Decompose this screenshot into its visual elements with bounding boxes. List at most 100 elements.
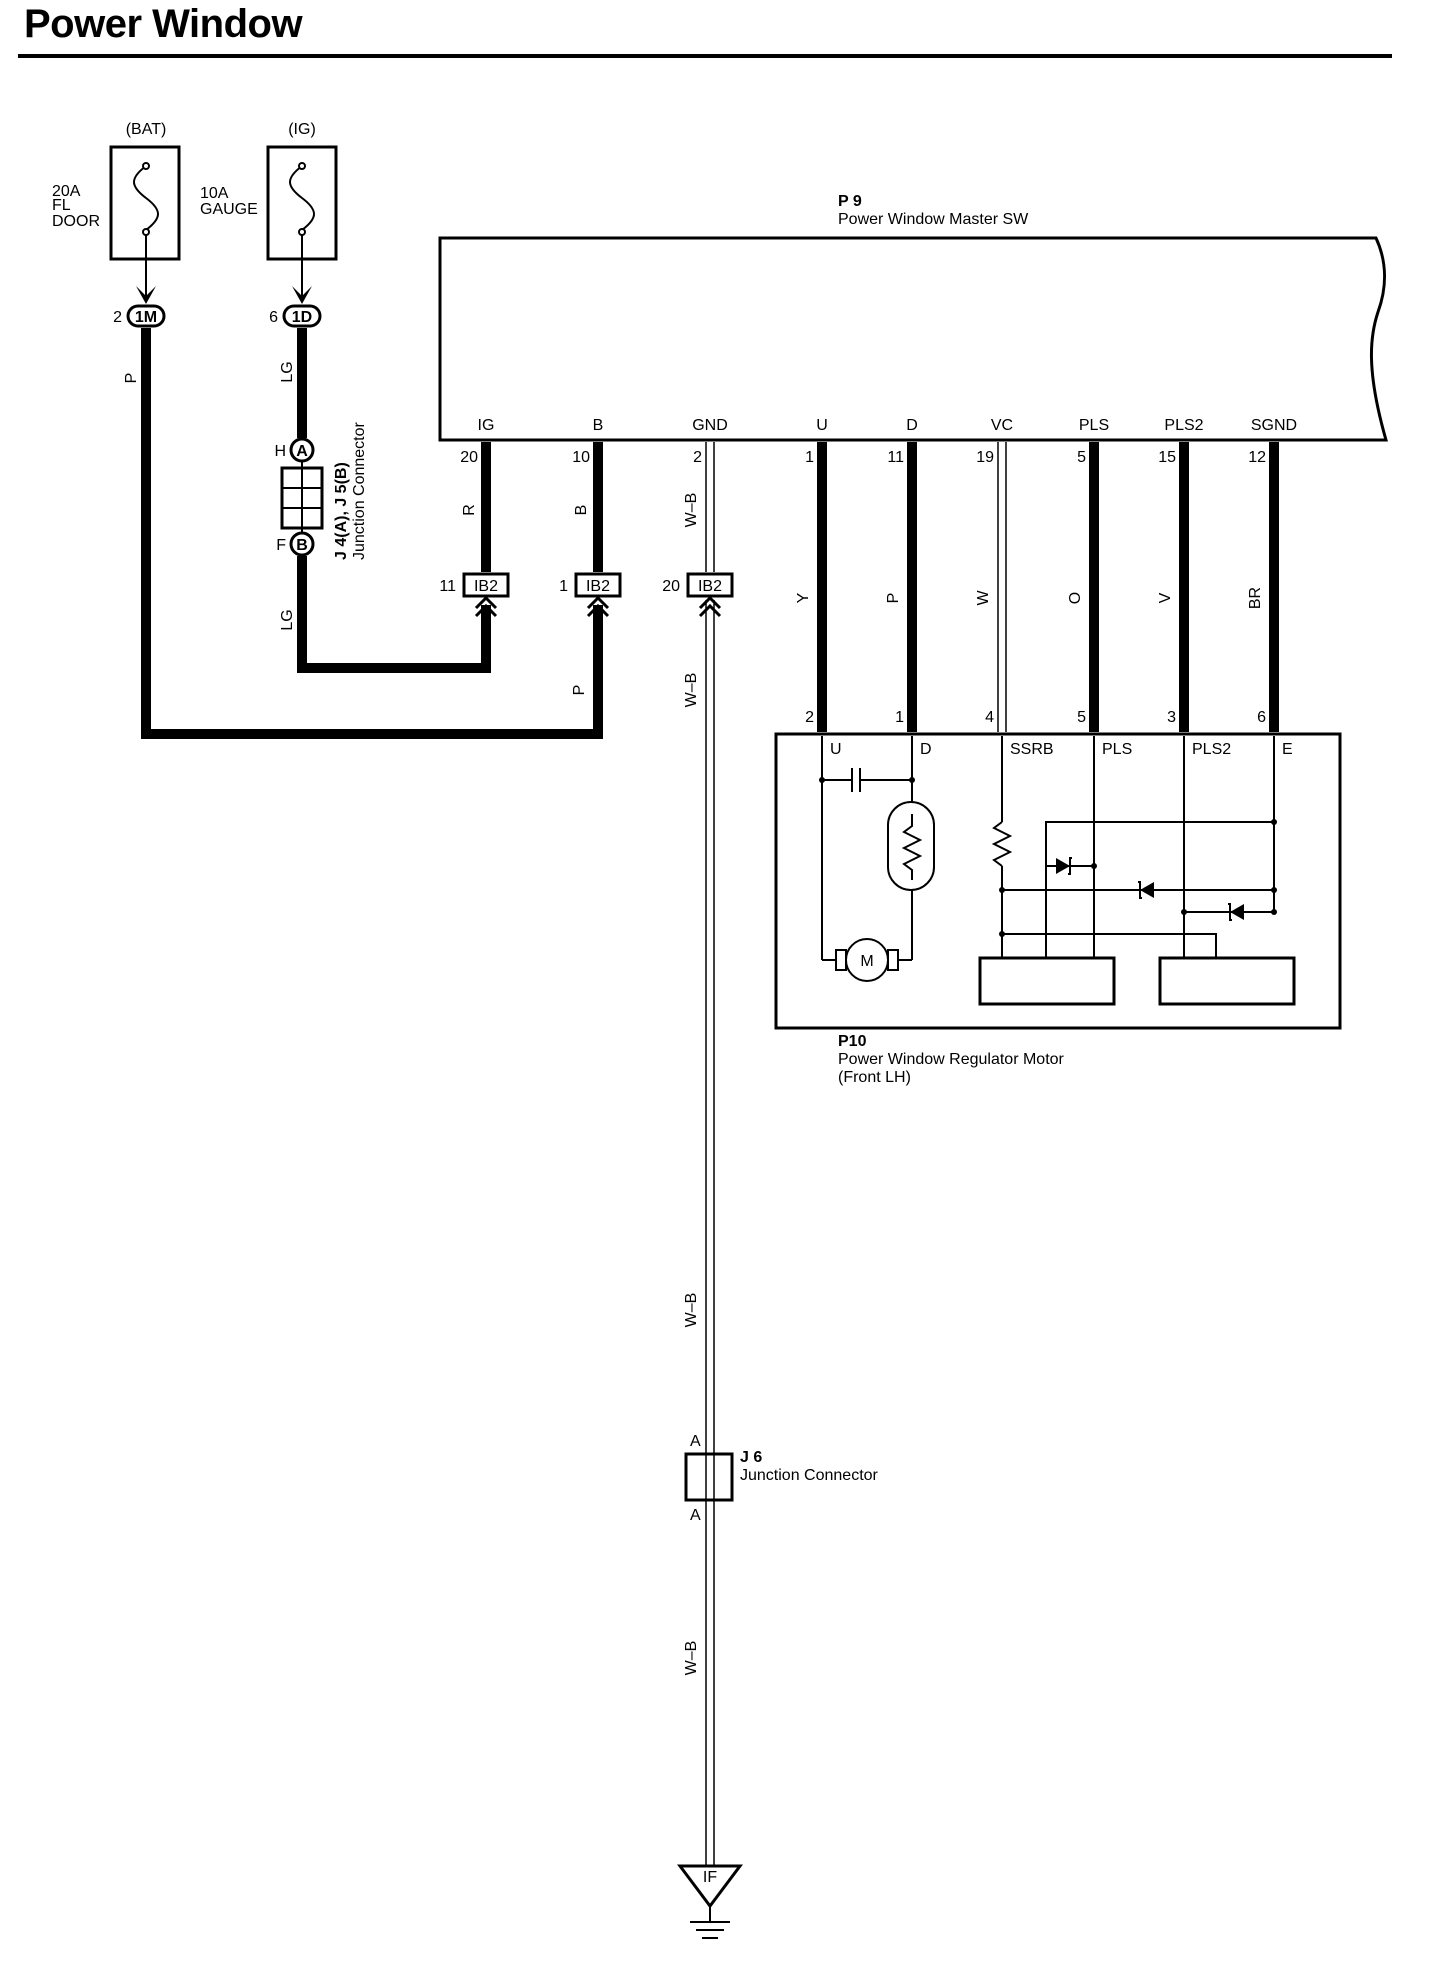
svg-text:J 4(A), J 5(B): J 4(A), J 5(B) <box>333 462 350 560</box>
p10-pin-number: 2 <box>805 709 814 726</box>
p9-pin-number: 20 <box>460 449 478 466</box>
p10-pin-number: 4 <box>985 709 994 726</box>
wire-pls2: V3 <box>1157 442 1189 732</box>
p10-name: Power Window Regulator Motor <box>838 1051 1065 1068</box>
p9-terminal-label: VC <box>991 417 1013 434</box>
p9-pin-number: 15 <box>1158 449 1176 466</box>
connector-label: IB2 <box>586 578 610 595</box>
p9-name: Power Window Master SW <box>838 211 1029 228</box>
wire-color-label: R <box>461 504 478 516</box>
wire-color-label: B <box>573 505 590 516</box>
svg-text:Junction Connector: Junction Connector <box>351 421 368 560</box>
wire-u: Y2 <box>795 442 827 732</box>
p10-pin-number: 6 <box>1257 709 1266 726</box>
wire-color-label: V <box>1157 592 1174 603</box>
ground-label: IF <box>703 1869 717 1886</box>
connector-label: 1D <box>292 309 312 326</box>
p10-code: P10 <box>838 1033 867 1050</box>
p9-pin-number: 10 <box>572 449 590 466</box>
p10-regulator-motor: P10 Power Window Regulator Motor (Front … <box>774 732 1342 1086</box>
fuse-source-label: (BAT) <box>126 121 167 138</box>
p9-terminal-label: PLS2 <box>1164 417 1203 434</box>
wire-lg-out <box>297 556 491 673</box>
connector-ib2: IB2 20 <box>662 572 734 618</box>
p9-terminal-label: IG <box>478 417 495 434</box>
wire-color-label: W <box>975 590 992 606</box>
j6-code: J 6 <box>740 1449 762 1466</box>
wire-pls: O5 <box>1067 442 1099 732</box>
p10-terminal-label: E <box>1282 741 1293 758</box>
p9-pin-number: 1 <box>805 449 814 466</box>
p9-terminal-label: U <box>816 417 828 434</box>
wire-d: P1 <box>885 442 917 732</box>
fuse-symbol-icon <box>289 165 315 231</box>
svg-text:A: A <box>690 1507 701 1524</box>
junction-connector-j4-j5: A H B F J 4(A), J 5(B) Junction Connecto… <box>274 421 368 560</box>
fuse-symbol-icon <box>133 165 159 231</box>
motor-label: M <box>860 953 873 970</box>
wire-color-label: BR <box>1247 587 1264 609</box>
fuse-name-1: FL <box>52 197 71 214</box>
wire-color-label: P <box>571 685 588 696</box>
p10-pin-number: 5 <box>1077 709 1086 726</box>
connector-ib2: IB2 1 <box>559 572 622 618</box>
fuse-name-2: DOOR <box>52 213 100 230</box>
zener-diode-icon <box>1230 904 1244 920</box>
p10-terminal-label: SSRB <box>1010 741 1054 758</box>
svg-text:H: H <box>274 443 286 460</box>
page-title: Power Window <box>24 2 303 46</box>
wire-vc: W4 <box>975 442 1007 732</box>
connector-label: IB2 <box>474 578 498 595</box>
svg-text:A: A <box>690 1433 701 1450</box>
connector-label: 1M <box>135 309 157 326</box>
p10-terminal-label: D <box>920 741 932 758</box>
connector-pin: 6 <box>269 309 278 326</box>
connector-pin: 11 <box>439 578 456 595</box>
fuse-rating: 10A <box>200 185 229 202</box>
connector-1d: 1D 6 <box>269 304 322 328</box>
connector-pin: 20 <box>662 578 680 595</box>
p10-internal-circuit: M <box>819 736 1296 1006</box>
title-rule <box>18 54 1392 58</box>
svg-text:B: B <box>296 537 308 554</box>
wire-p <box>141 328 603 739</box>
wire-color-label: O <box>1067 592 1084 604</box>
p9-pin-number: 5 <box>1077 449 1086 466</box>
zener-diode-icon <box>1056 858 1070 874</box>
fuse-rating: 20A <box>52 183 81 200</box>
p10-pin-number: 3 <box>1167 709 1176 726</box>
p9-pin-number: 12 <box>1248 449 1266 466</box>
p9-pin-number: 2 <box>693 449 702 466</box>
wire-color-label: P <box>885 593 902 604</box>
wire-color-label: W–B <box>683 673 700 708</box>
fuse-fl-door: (BAT) 20A FL DOOR <box>52 121 181 261</box>
connector-label: IB2 <box>698 578 722 595</box>
p9-master-switch: P 9 Power Window Master SW <box>438 193 1388 442</box>
wire-color-label: Y <box>795 592 812 603</box>
junction-connector-j6: A A J 6 Junction Connector <box>684 1433 879 1524</box>
p9-terminal-label: B <box>593 417 604 434</box>
connector-pin: 2 <box>113 309 122 326</box>
thermistor-icon <box>887 801 935 891</box>
p10-pin-number: 1 <box>895 709 904 726</box>
motor-icon <box>845 938 889 982</box>
wire-color-label: W–B <box>683 1293 700 1328</box>
j6-desc: Junction Connector <box>740 1467 879 1484</box>
wire-color-label: P <box>123 373 140 384</box>
hall-ic-1 <box>978 956 1116 1006</box>
connector-ib2: IB2 11 <box>439 572 510 618</box>
p9-terminal-label: PLS <box>1079 417 1109 434</box>
zener-diode-icon <box>1140 882 1154 898</box>
fuse-name-1: GAUGE <box>200 201 258 218</box>
p10-sub: (Front LH) <box>838 1069 911 1086</box>
wire-color-label: LG <box>279 609 296 630</box>
p9-pin-number: 11 <box>887 449 904 466</box>
connector-pin: 1 <box>559 578 568 595</box>
ground-symbol-icon: IF <box>677 1864 743 1939</box>
p10-terminal-label: PLS2 <box>1192 741 1231 758</box>
p9-code: P 9 <box>838 193 862 210</box>
hall-ic-2 <box>1158 956 1296 1006</box>
connector-1m: 1M 2 <box>113 304 166 328</box>
wire-color-label: LG <box>279 361 296 382</box>
